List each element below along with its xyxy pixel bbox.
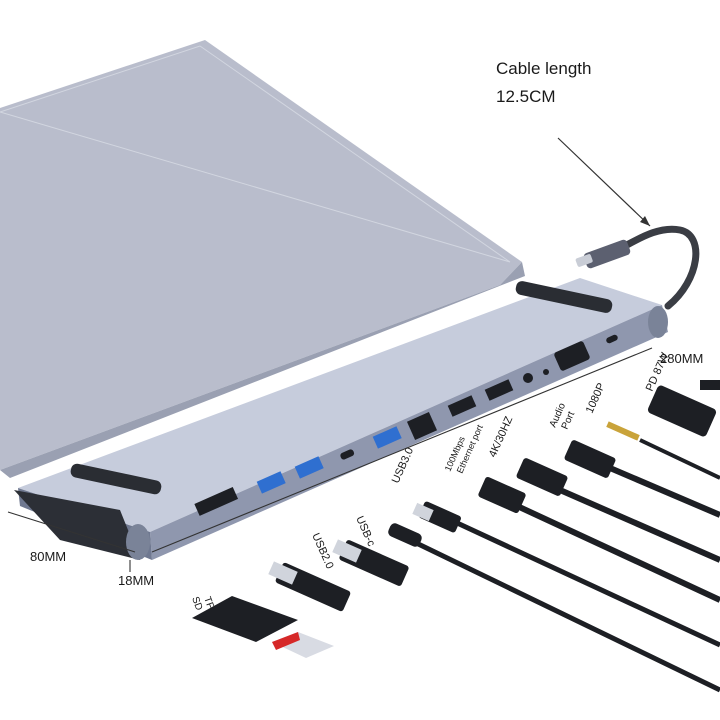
label-sd: SD [189,595,204,612]
label-usb2: USB2.0 [309,531,335,571]
ethernet-cable [513,502,720,603]
cable-pointer-arrowhead [640,216,650,226]
dimension-lines [7,347,653,572]
label-hdmi-4k: 4K/30HZ [487,414,516,459]
usbc-cable [408,537,720,693]
connectors [192,380,720,693]
hub-ports [194,334,618,516]
cable-length-label: Cable length [496,59,592,78]
audio-cable [639,438,720,480]
dimension-width: 80MM [30,549,67,564]
dimension-height: 18MM [118,573,155,588]
cable-pointer-line [557,137,651,227]
dimension-length: 280MM [660,351,704,366]
laptop [0,40,525,478]
sd-card-icon [192,596,298,642]
vga-connector-icon [647,385,717,437]
pd-connector-icon [700,380,720,390]
hdmi-cable-1 [558,487,720,563]
usb-c-cable [575,225,700,310]
label-tf: TF [201,595,216,610]
hdmi-cable-2 [608,465,720,518]
cable-length-value: 12.5CM [496,87,556,106]
usb3-cable [453,519,720,648]
label-1080p: 1080P [584,381,608,415]
